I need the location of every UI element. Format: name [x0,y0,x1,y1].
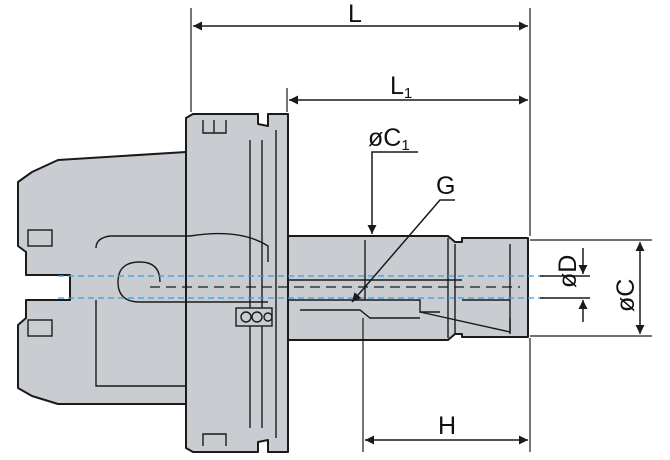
label-C1-sub: 1 [401,137,409,154]
leader-C1 [367,151,418,234]
label-L1-sub: 1 [404,85,412,102]
shank-cavity [95,232,269,387]
label-H: H [438,412,456,440]
flange [185,113,289,453]
label-C1: øC1 [368,124,410,154]
key-slot-bottom [27,319,53,337]
label-C1-main: øC [368,124,401,152]
label-D: øD [554,255,582,288]
coolant-bulb [117,261,268,303]
spring-coil-2 [251,311,263,323]
shank-details [27,120,511,446]
taper-shank [17,151,187,405]
holder-body [17,113,529,453]
extension-lines [190,8,652,452]
label-G: G [436,172,455,200]
label-L1: L1 [390,72,412,102]
spring-coil-1 [240,311,252,323]
spring-coil-3 [263,312,273,322]
label-C: øC [612,279,640,312]
key-slot-top [27,229,53,247]
label-L: L [348,0,362,28]
dimension-lines [193,21,645,445]
label-L1-main: L [390,72,404,100]
leader-G [351,199,455,303]
drive-slot-bottom [202,433,227,446]
centerlines [58,275,548,299]
neck [287,235,529,341]
